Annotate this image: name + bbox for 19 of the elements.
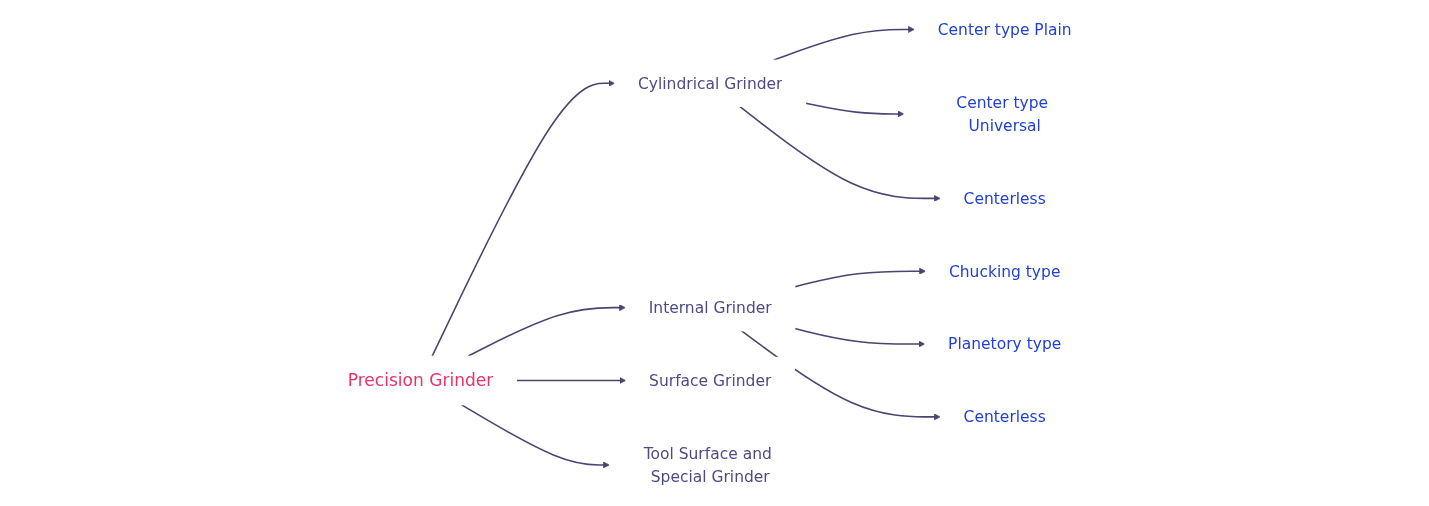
- node-text: Tool Surface and Special Grinder: [643, 444, 772, 486]
- node-text: Center type Plain: [937, 20, 1072, 39]
- arrow: [515, 377, 626, 384]
- arrow: [740, 330, 941, 421]
- arrow: [430, 79, 615, 357]
- node-text: Chucking type: [948, 261, 1060, 281]
- node-text: Cylindrical Grinder: [637, 74, 783, 93]
- node-text: Centerless: [963, 189, 1046, 208]
- arrow: [793, 267, 926, 288]
- node-text: Center type Universal: [955, 92, 1048, 135]
- arrow: [738, 105, 941, 202]
- node-text: Internal Grinder: [648, 298, 772, 317]
- arrow: [793, 327, 925, 348]
- node-text: Centerless: [963, 407, 1046, 427]
- arrow: [460, 404, 610, 469]
- arrow: [467, 304, 626, 357]
- arrow: [804, 102, 904, 118]
- node-text: Planetory type: [947, 334, 1061, 354]
- node-text: Precision Grinder: [347, 370, 493, 391]
